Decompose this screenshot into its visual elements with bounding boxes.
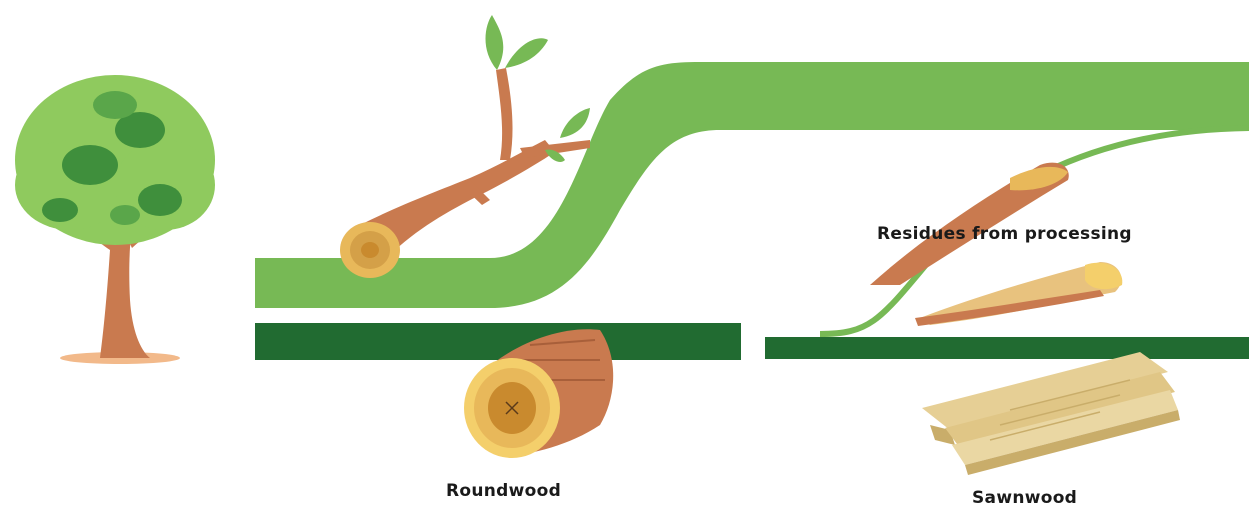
- dark-flow-band-right: [765, 337, 1249, 359]
- roundwood-label: Roundwood: [446, 481, 561, 501]
- residue-slab-icon: [870, 163, 1122, 326]
- dark-flow-band-left: [255, 323, 741, 360]
- tree-icon: [15, 75, 215, 364]
- residues-label: Residues from processing: [877, 224, 1132, 244]
- sawnwood-label: Sawnwood: [972, 488, 1077, 508]
- sawnwood-planks-icon: [922, 352, 1180, 475]
